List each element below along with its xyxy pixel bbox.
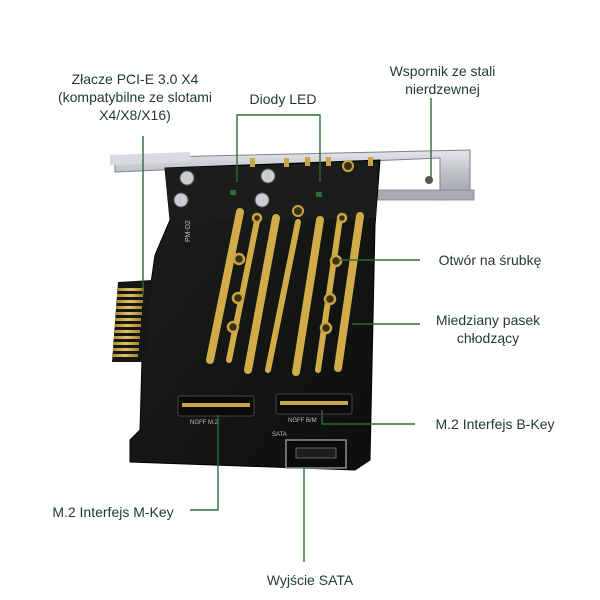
m2-slots bbox=[177, 393, 353, 417]
pcie-edge-connector bbox=[112, 280, 152, 362]
silkscreen-slot-right: NGFF B/M bbox=[288, 418, 317, 424]
copper-cooling-strips bbox=[206, 208, 364, 376]
steel-bracket bbox=[110, 149, 475, 201]
leader-lines bbox=[142, 98, 432, 562]
leader-mkey bbox=[190, 415, 219, 511]
leader-leds bbox=[236, 114, 321, 182]
standoff-holes bbox=[226, 212, 348, 335]
pcie-connector-label: Złacze PCI-E 3.0 X4 (kompatybilne ze slo… bbox=[57, 71, 213, 123]
bracket-screws bbox=[173, 160, 354, 217]
screw-hole-label: Otwór na śrubkę bbox=[438, 252, 542, 268]
smd-components bbox=[230, 157, 373, 197]
silkscreen-model: PM-D2 bbox=[185, 220, 192, 242]
leader-bkey bbox=[321, 410, 415, 425]
m2-bkey-label: M.2 Interfejs B-Key bbox=[435, 416, 555, 432]
led-diodes-label: Diody LED bbox=[249, 91, 317, 107]
m2-mkey-label: M.2 Interfejs M-Key bbox=[52, 504, 174, 520]
copper-strip-label: Miedziany pasek chłodzący bbox=[435, 312, 541, 346]
sata-port bbox=[285, 439, 347, 469]
silkscreen-sata: SATA bbox=[272, 432, 287, 438]
silkscreen-slot-left: NGFF M.2 bbox=[190, 420, 219, 426]
steel-bracket-label: Wspornik ze stali nierdzewnej bbox=[389, 63, 496, 97]
sata-output-label: Wyjście SATA bbox=[266, 572, 354, 588]
